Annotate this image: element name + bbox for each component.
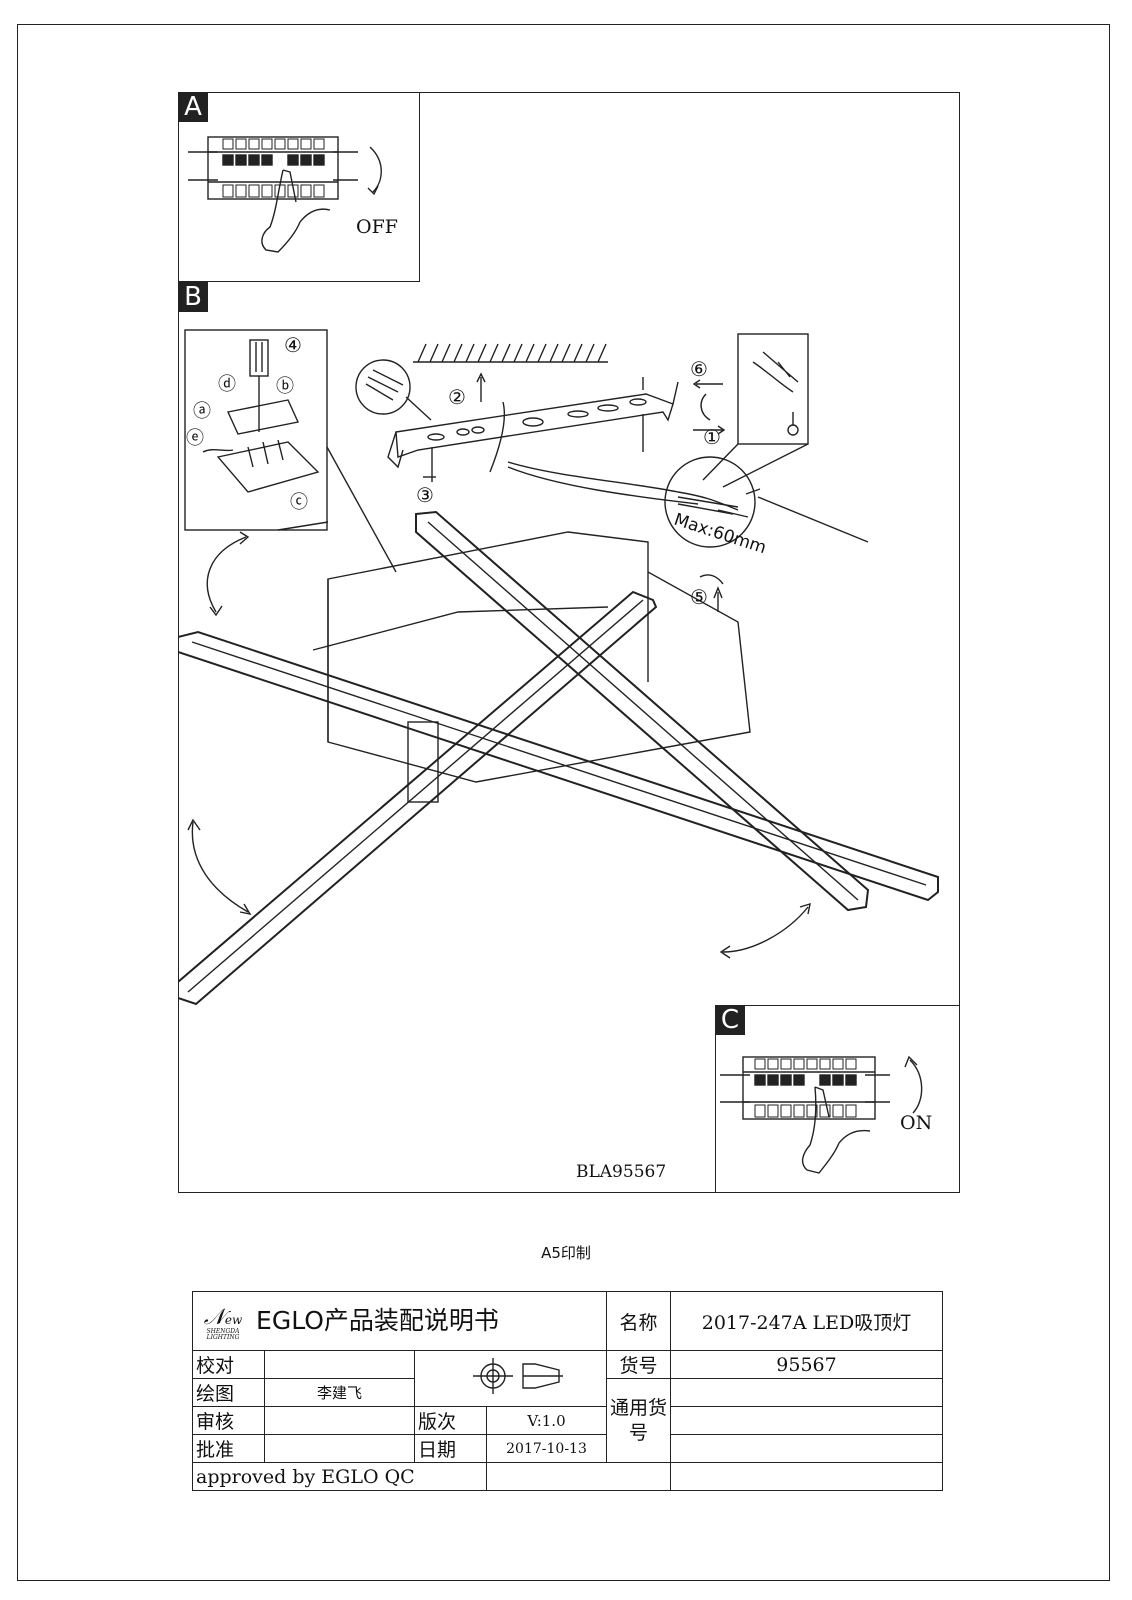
step-1-marker: ①: [703, 425, 721, 449]
step-e-marker: ⓔ: [186, 428, 204, 449]
article-number: 95567: [670, 1350, 943, 1379]
draw-label: 绘图: [192, 1378, 265, 1407]
version-value: V:1.0: [486, 1406, 607, 1435]
panel-b-tag: B: [178, 282, 208, 312]
panel-a-switch-off: [178, 92, 420, 282]
review-label: 审核: [192, 1406, 265, 1435]
product-name: 2017-247A LED吸顶灯: [670, 1291, 943, 1351]
ceiling-lamp-illustration: Max:60mm ④ ⓓ ⓑ ⓐ ⓔ ⓒ ② ③ ⑥ ① ⑤: [178, 329, 939, 1006]
step-c-marker: ⓒ: [290, 492, 308, 513]
approve-label: 批准: [192, 1434, 265, 1463]
step-3-marker: ③: [416, 483, 434, 507]
panel-c-tag: C: [715, 1005, 745, 1035]
max-length-label: Max:60mm: [671, 510, 768, 559]
date-label: 日期: [414, 1434, 487, 1463]
print-format-note: A5印制: [541, 1244, 591, 1262]
on-label: ON: [900, 1112, 933, 1134]
approved-by: approved by EGLO QC: [192, 1462, 487, 1491]
step-4-marker: ④: [284, 333, 302, 357]
title-cell: 𝒩ew SHENGDA LIGHTING EGLO产品装配说明书: [192, 1291, 607, 1351]
title-block: 𝒩ew SHENGDA LIGHTING EGLO产品装配说明书 名称 2017…: [192, 1291, 943, 1491]
document-title: EGLO产品装配说明书: [256, 1306, 499, 1335]
panel-c-switch-on: [715, 1005, 960, 1193]
step-a-marker: ⓐ: [193, 401, 211, 422]
step-5-marker: ⑤: [690, 585, 708, 609]
drawer-name: 李建飞: [264, 1378, 415, 1407]
company-logo: 𝒩ew SHENGDA LIGHTING: [203, 1305, 243, 1341]
step-b-marker: ⓑ: [276, 376, 294, 397]
article-label: 货号: [606, 1350, 671, 1379]
breaker-on-illustration: [720, 1055, 923, 1174]
first-angle-projection-icon: [472, 1358, 563, 1394]
version-label: 版次: [414, 1406, 487, 1435]
common-article-label: 通用货号: [606, 1378, 671, 1463]
name-label: 名称: [606, 1291, 671, 1351]
step-6-marker: ⑥: [690, 357, 708, 381]
projection-symbol: [414, 1350, 607, 1407]
breaker-off-illustration: [188, 136, 382, 253]
date-value: 2017-10-13: [486, 1434, 607, 1463]
terminal-detail-inset: [184, 329, 328, 531]
check-label: 校对: [192, 1350, 265, 1379]
step-d-marker: ⓓ: [218, 374, 236, 395]
step-2-marker: ②: [448, 385, 466, 409]
off-label: OFF: [356, 216, 398, 238]
model-code: BLA95567: [576, 1162, 667, 1182]
page-frame: [17, 24, 1110, 1581]
panel-a-tag: A: [178, 92, 208, 122]
